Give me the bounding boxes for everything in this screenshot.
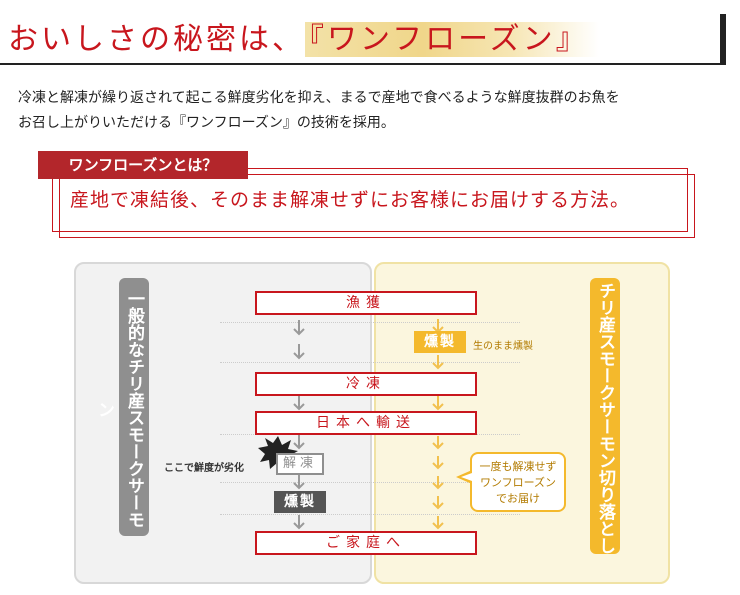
guide-line <box>220 482 520 483</box>
orange-arrow <box>432 355 444 370</box>
definition-frame-inner <box>59 174 695 238</box>
raw-smoke-note: 生のまま燻製 <box>473 341 533 352</box>
degradation-note: ここで鮮度が劣化 <box>164 463 244 474</box>
definition-frame-outer <box>52 168 688 232</box>
step-smoke-conventional: 燻製 <box>274 491 326 513</box>
gray-arrow <box>293 396 305 411</box>
step-catch: 漁獲 <box>255 291 477 315</box>
step-thaw: 解凍 <box>276 453 324 475</box>
intro-text: 冷凍と解凍が繰り返されて起こる鮮度劣化を抑え、まるで産地で食べるような鮮度抜群の… <box>18 86 723 136</box>
orange-arrows-lower <box>432 436 444 530</box>
step-freeze: 冷凍 <box>255 372 477 396</box>
gray-arrow <box>293 515 305 530</box>
title-underline <box>0 63 725 65</box>
page-title-prefix: おいしさの秘密は、 <box>8 22 305 57</box>
orange-arrow <box>432 396 444 411</box>
callout-line-2: ワンフローズン <box>479 476 557 489</box>
one-frozen-callout: 一度も解凍せず ワンフローズン でお届け <box>470 452 566 512</box>
definition-answer: 産地で凍結後、そのまま解凍せずにお客様にお届けする方法。 <box>70 189 631 211</box>
step-ship-to-japan: 日本へ輸送 <box>255 411 477 435</box>
gray-arrows-upper <box>293 320 305 360</box>
page-title: おいしさの秘密は、『ワンフローズン』 <box>8 14 599 58</box>
gray-arrow <box>293 475 305 490</box>
callout-pointer <box>456 470 472 484</box>
step-smoke-one-frozen: 燻製 <box>414 331 466 353</box>
intro-line-1: 冷凍と解凍が繰り返されて起こる鮮度劣化を抑え、まるで産地で食べるような鮮度抜群の… <box>18 90 620 106</box>
conventional-salmon-label: 一般的なチリ産スモークサーモン <box>94 278 149 536</box>
callout-line-3: でお届け <box>496 492 540 505</box>
step-to-home: ご家庭へ <box>255 531 477 555</box>
callout-line-1: 一度も解凍せず <box>479 460 557 473</box>
guide-line <box>220 514 520 515</box>
guide-line <box>220 362 520 363</box>
intro-line-2: お召し上がりいただける『ワンフローズン』の技術を採用。 <box>18 115 395 131</box>
guide-line <box>220 322 520 323</box>
gray-arrow <box>293 435 305 450</box>
page-title-highlight: 『ワンフローズン』 <box>305 22 599 57</box>
one-frozen-salmon-label: チリ産スモークサーモン切り落とし <box>590 278 620 554</box>
title-end-bar <box>720 14 726 65</box>
definition-label: ワンフローズンとは？ <box>38 151 248 179</box>
